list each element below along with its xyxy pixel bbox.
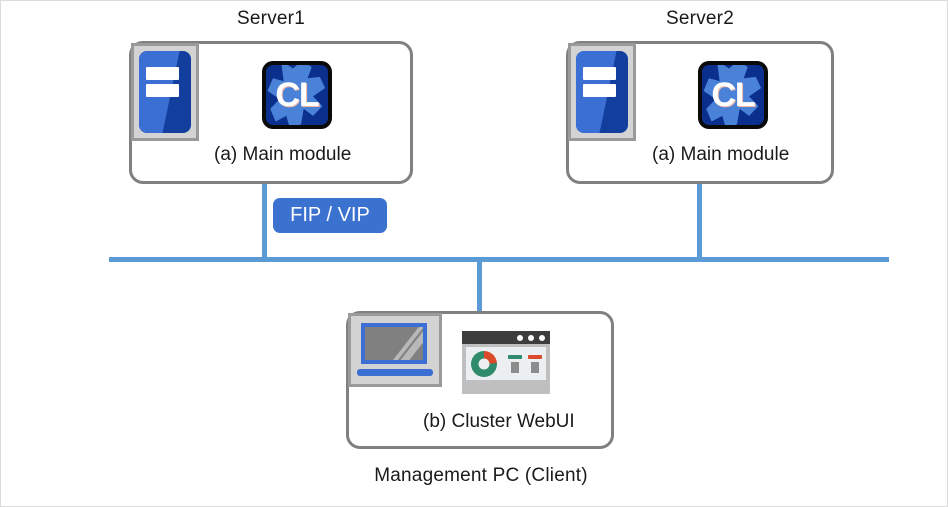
management-pc-network-link: [477, 259, 482, 313]
clusterpro-cl-icon: CL: [698, 61, 768, 129]
status-bar-stem: [511, 362, 519, 373]
cl-icon-label: CL: [711, 76, 755, 114]
browser-window-dot: [528, 335, 534, 341]
donut-chart-icon: [471, 351, 497, 377]
browser-dashboard-icon: [462, 331, 550, 394]
status-bar-cap: [528, 355, 542, 359]
server1-network-link: [262, 184, 267, 259]
status-bar-stem: [531, 362, 539, 373]
network-bus-line: [109, 257, 889, 262]
server-rack-icon: [568, 43, 636, 141]
management-pc-module-label: (b) Cluster WebUI: [423, 411, 575, 432]
server1-module-label: (a) Main module: [214, 144, 352, 165]
server2-module-label: (a) Main module: [652, 144, 790, 165]
server-rack-icon: [131, 43, 199, 141]
server2-caption: Server2: [666, 8, 734, 29]
browser-window-dot: [517, 335, 523, 341]
status-bar-icon: [508, 355, 522, 373]
server-slot-bar: [583, 83, 616, 97]
clusterpro-cl-icon: CL: [262, 61, 332, 129]
browser-window-dot: [539, 335, 545, 341]
server-slot-bar: [583, 67, 616, 81]
server1-caption: Server1: [237, 8, 305, 29]
server-chassis: [576, 51, 628, 133]
server-slot-bar: [146, 67, 179, 81]
management-pc-caption: Management PC (Client): [374, 465, 588, 486]
laptop-base: [357, 369, 433, 376]
cl-icon-label: CL: [275, 76, 319, 114]
browser-titlebar: [462, 331, 550, 344]
status-bar-icon: [528, 355, 542, 373]
dashboard-content: [466, 347, 546, 380]
server2-network-link: [697, 184, 702, 259]
server-chassis: [139, 51, 191, 133]
laptop-screen: [361, 323, 427, 364]
server-slot-bar: [146, 83, 179, 97]
status-bar-cap: [508, 355, 522, 359]
laptop-icon: [348, 313, 442, 387]
fip-vip-badge: FIP / VIP: [273, 198, 387, 233]
